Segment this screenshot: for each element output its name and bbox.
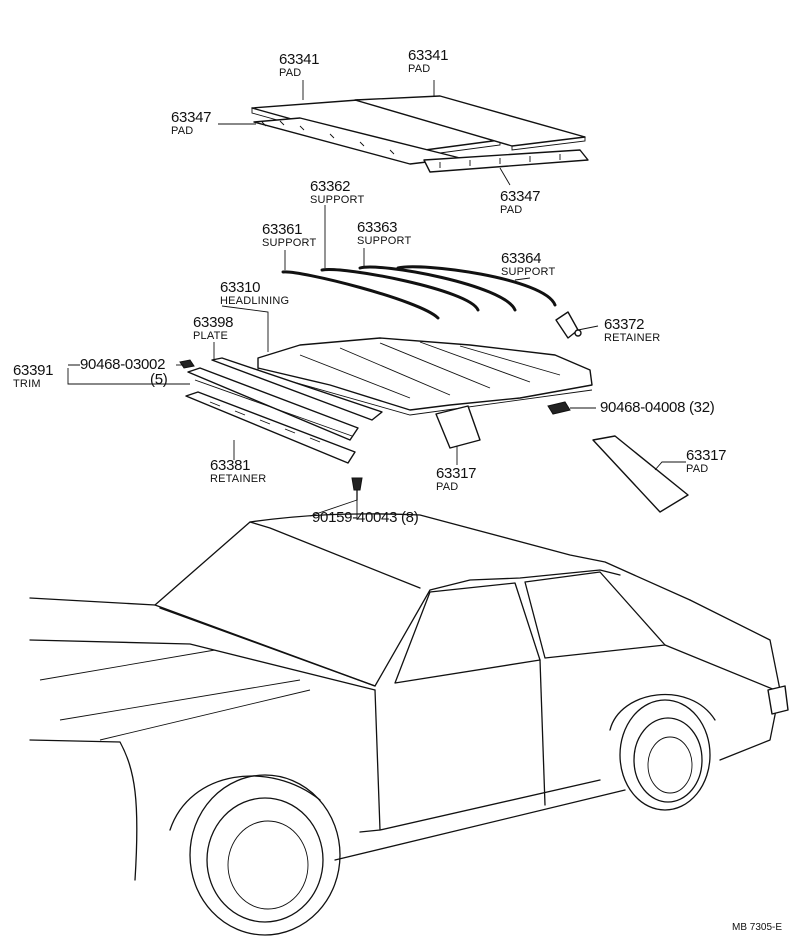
label-90468-04008: 90468-04008 (32) bbox=[600, 399, 715, 416]
part-number: 90159-40043 (8) bbox=[312, 509, 419, 526]
label-63363-support: 63363 SUPPORT bbox=[357, 220, 411, 247]
label-63317-pad-left: 63317 PAD bbox=[436, 465, 477, 493]
part-number: 63317 bbox=[436, 465, 477, 482]
part-quantity: (5) bbox=[150, 371, 168, 388]
part-number: 63347 bbox=[171, 109, 212, 126]
part-number: 63362 bbox=[310, 178, 351, 195]
support-rod-63362 bbox=[320, 268, 480, 312]
part-name: PAD bbox=[500, 204, 523, 216]
screw-90159-40043-shape bbox=[351, 477, 363, 501]
plate-63398-shape bbox=[211, 357, 383, 421]
label-63341-pad-right: 63341 PAD bbox=[408, 47, 449, 75]
part-number: 63381 bbox=[210, 457, 251, 474]
retainer-63381-shape bbox=[185, 391, 356, 464]
support-rod-63364 bbox=[396, 265, 557, 307]
pad-strip-63347-right bbox=[423, 149, 589, 173]
part-name: RETAINER bbox=[604, 332, 661, 344]
label-63364-support: 63364 SUPPORT bbox=[501, 251, 555, 278]
label-63347-pad-left: 63347 PAD bbox=[171, 109, 212, 137]
label-90159-40043: 90159-40043 (8) bbox=[312, 509, 419, 526]
support-rod-63363 bbox=[358, 265, 517, 312]
screw-90468-03002-shape bbox=[179, 359, 195, 369]
reference-code: MB 7305-E bbox=[732, 922, 783, 933]
headlining-63310-shape bbox=[257, 337, 593, 416]
retainer-clip-63372 bbox=[555, 311, 582, 339]
label-90468-03002: 90468-03002 (5) bbox=[80, 356, 168, 388]
label-63361-support: 63361 SUPPORT bbox=[262, 222, 316, 249]
trim-63391-shape bbox=[187, 367, 359, 441]
label-63341-pad-left: 63341 PAD bbox=[279, 51, 320, 79]
support-rod-63361 bbox=[281, 270, 440, 320]
part-name: SUPPORT bbox=[357, 235, 412, 247]
part-name: PAD bbox=[436, 481, 459, 493]
leader-lines bbox=[67, 80, 686, 520]
part-name: SUPPORT bbox=[310, 194, 365, 206]
part-number: 63398 bbox=[193, 314, 234, 331]
part-name: PAD bbox=[279, 67, 302, 79]
part-number: 63317 bbox=[686, 447, 727, 464]
part-name: RETAINER bbox=[210, 473, 267, 485]
part-name: PLATE bbox=[193, 330, 229, 342]
label-63381-retainer: 63381 RETAINER bbox=[210, 458, 266, 485]
part-number: 90468-03002 bbox=[80, 356, 166, 373]
label-63391-trim: 63391 TRIM bbox=[13, 362, 54, 390]
part-name: SUPPORT bbox=[501, 266, 556, 278]
label-63310-headlining: 63310 HEADLINING bbox=[220, 280, 289, 307]
roof-pad-63341-right bbox=[354, 95, 586, 151]
part-number: 90468-04008 (32) bbox=[600, 399, 715, 416]
part-number: 63341 bbox=[279, 51, 320, 68]
part-number: 63341 bbox=[408, 47, 449, 64]
part-number: 63364 bbox=[501, 250, 542, 267]
label-63347-pad-right: 63347 PAD bbox=[500, 188, 541, 216]
label-63317-pad-right: 63317 PAD bbox=[686, 447, 727, 475]
part-number: 63391 bbox=[13, 362, 54, 379]
part-number: 63310 bbox=[220, 279, 261, 296]
label-63362-support: 63362 SUPPORT bbox=[310, 179, 364, 206]
part-name: PAD bbox=[408, 63, 431, 75]
part-name: TRIM bbox=[13, 378, 41, 390]
clip-90468-04008-shape bbox=[547, 401, 571, 415]
part-number: 63361 bbox=[262, 221, 303, 238]
label-63398-plate: 63398 PLATE bbox=[193, 314, 234, 342]
part-name: PAD bbox=[171, 125, 194, 137]
label-63372-retainer: 63372 RETAINER bbox=[604, 317, 660, 344]
pad-63317-left-shape bbox=[435, 405, 481, 449]
pad-63317-right-shape bbox=[592, 435, 689, 513]
part-name: PAD bbox=[686, 463, 709, 475]
part-number: 63347 bbox=[500, 188, 541, 205]
part-number: 63372 bbox=[604, 316, 645, 333]
part-number: 63363 bbox=[357, 219, 398, 236]
car-outline bbox=[29, 513, 789, 936]
part-name: HEADLINING bbox=[220, 295, 290, 307]
part-name: SUPPORT bbox=[262, 237, 317, 249]
